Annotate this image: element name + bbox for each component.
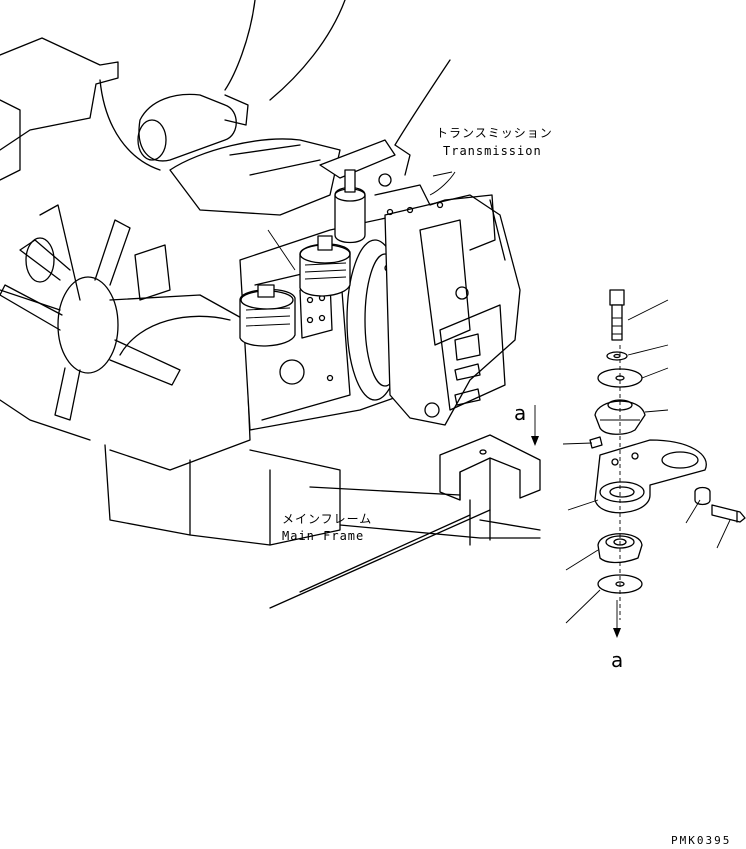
upper-mount <box>319 139 411 244</box>
fan <box>0 204 181 421</box>
view-marker-top: a <box>514 401 527 425</box>
transmission-label-jp: トランスミッション <box>436 126 553 140</box>
view-marker-bottom: a <box>611 648 624 672</box>
frame-bracket <box>439 434 541 546</box>
view-arrows <box>531 405 621 638</box>
engine-body <box>0 0 451 216</box>
main-frame-label-en: Main Frame <box>282 529 365 543</box>
transmission-label-en: Transmission <box>443 144 542 158</box>
drawing-code: PMK0395 <box>671 834 732 847</box>
main-frame-label-jp: メインフレーム <box>282 512 373 526</box>
main-frame <box>269 486 541 609</box>
engine-side-mounts <box>239 235 351 347</box>
exploded-mount-parts <box>589 289 746 620</box>
leader-lines <box>267 171 731 624</box>
